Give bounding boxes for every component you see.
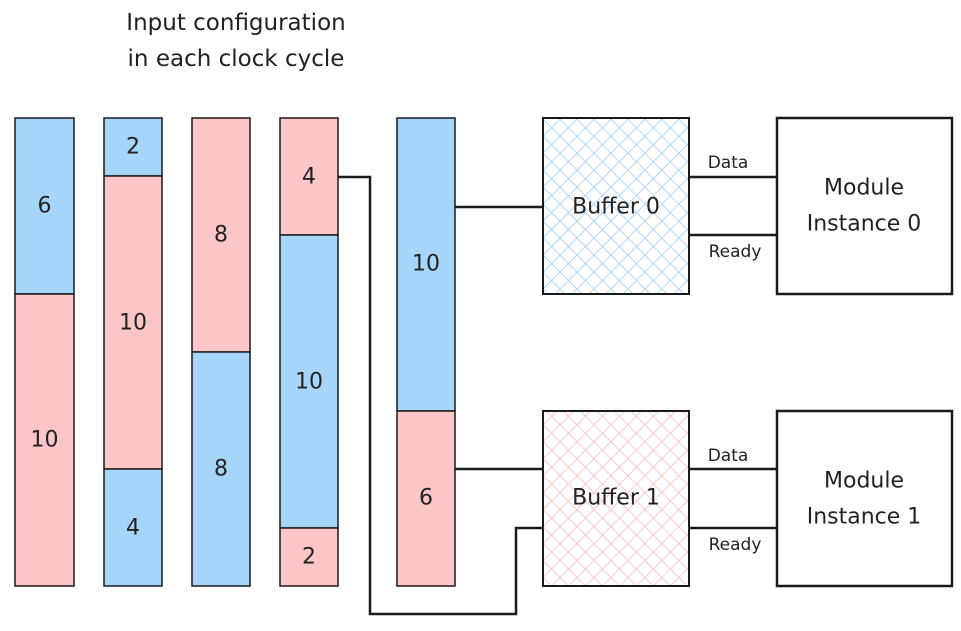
module-instance-0 xyxy=(775,116,954,296)
col2-seg0-value: 8 xyxy=(214,223,228,248)
col0-seg0-value: 6 xyxy=(38,194,52,219)
buffer1-ready-label: Ready xyxy=(709,535,762,555)
col0-seg0 xyxy=(14,117,75,295)
buffer-0-label: Buffer 0 xyxy=(572,195,660,220)
current-seg0-value: 10 xyxy=(412,252,440,277)
col3-seg0 xyxy=(279,117,339,236)
buffer1-data-label: Data xyxy=(708,446,749,466)
module-instance-1 xyxy=(775,409,954,588)
module-1-line2: Instance 1 xyxy=(807,505,922,530)
col2-seg1-value: 8 xyxy=(214,457,228,482)
module-0-line1: Module xyxy=(824,176,904,201)
col1-seg1 xyxy=(103,175,163,470)
col1-seg2 xyxy=(103,468,163,587)
title-line-1: Input configuration xyxy=(126,10,345,36)
col3-seg2-value: 2 xyxy=(302,545,316,570)
buffer0-data-label: Data xyxy=(708,153,749,173)
col1-seg0-value: 2 xyxy=(126,135,140,160)
current-seg1-value: 6 xyxy=(419,486,433,511)
col0-seg1-value: 10 xyxy=(31,428,59,453)
buffer-1-label: Buffer 1 xyxy=(572,486,660,511)
col0-seg1 xyxy=(14,293,75,587)
current-seg0 xyxy=(396,117,456,412)
module-0-line2: Instance 0 xyxy=(807,212,922,237)
buffer-1 xyxy=(542,410,690,587)
col1-seg2-value: 4 xyxy=(126,516,140,541)
current-seg1 xyxy=(396,410,456,587)
col3-seg0-value: 4 xyxy=(302,165,316,190)
connector-col3-to-buffer1 xyxy=(338,175,543,616)
col3-seg1-value: 10 xyxy=(295,370,323,395)
buffer0-ready-label: Ready xyxy=(709,242,762,262)
col2-seg1 xyxy=(191,351,251,587)
col2-seg0 xyxy=(191,117,251,353)
buffer-0 xyxy=(542,117,690,295)
col3-seg2 xyxy=(279,527,339,587)
module-1-line1: Module xyxy=(824,469,904,494)
title-line-2: in each clock cycle xyxy=(128,46,345,72)
col1-seg1-value: 10 xyxy=(119,311,147,336)
